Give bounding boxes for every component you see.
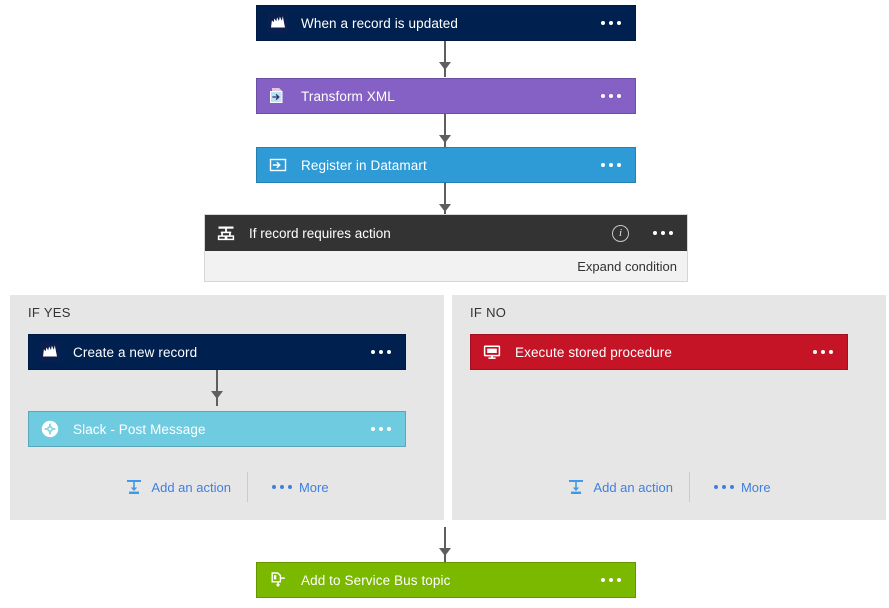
branch-footer-if-yes: Add an action More	[10, 472, 444, 502]
info-icon[interactable]: i	[612, 224, 629, 242]
condition-block: If record requires action i Expand condi…	[204, 214, 688, 282]
connector-arrowhead	[439, 135, 451, 143]
overflow-menu-icon[interactable]	[601, 578, 621, 582]
flow-step-title: Transform XML	[301, 88, 395, 104]
branch-label-if-no: IF NO	[470, 305, 507, 320]
add-action-icon	[567, 478, 585, 496]
more-button[interactable]: More	[690, 480, 771, 495]
flow-action-title: Slack - Post Message	[73, 421, 206, 437]
branch-panel-if-no: IF NO Execute stored procedure Ad	[452, 295, 886, 520]
connector-create-to-slack	[216, 370, 218, 406]
flow-step-title: Register in Datamart	[301, 157, 427, 173]
overflow-menu-icon[interactable]	[653, 231, 673, 235]
overflow-menu-icon[interactable]	[601, 94, 621, 98]
more-label: More	[298, 479, 329, 495]
connector-arrowhead	[211, 391, 223, 399]
flow-action-create-record[interactable]: Create a new record	[28, 334, 406, 370]
transform-document-icon	[267, 85, 289, 107]
connector-transform-to-register	[444, 114, 446, 150]
slack-icon	[39, 418, 61, 440]
flow-action-title: Execute stored procedure	[515, 344, 672, 360]
overflow-menu-icon[interactable]	[371, 427, 391, 431]
connector-arrowhead	[439, 548, 451, 556]
flow-step-title: Add to Service Bus topic	[301, 572, 451, 588]
dynamics-factory-icon	[39, 341, 61, 363]
import-arrow-icon	[267, 154, 289, 176]
overflow-menu-icon[interactable]	[813, 350, 833, 354]
branch-footer-if-no: Add an action More	[452, 472, 886, 502]
sql-monitor-icon	[481, 341, 503, 363]
connector-trigger-to-transform	[444, 41, 446, 77]
flow-action-execute-stored-procedure[interactable]: Execute stored procedure	[470, 334, 848, 370]
dynamics-factory-icon	[267, 12, 289, 34]
overflow-menu-icon[interactable]	[601, 21, 621, 25]
more-dots-icon	[713, 485, 734, 489]
footer-divider	[246, 472, 248, 502]
condition-title: If record requires action	[249, 225, 391, 241]
connector-arrowhead	[439, 62, 451, 70]
condition-header[interactable]: If record requires action i	[205, 215, 687, 251]
overflow-menu-icon[interactable]	[601, 163, 621, 167]
flow-step-transform-xml[interactable]: Transform XML	[256, 78, 636, 114]
add-action-icon	[125, 478, 143, 496]
add-an-action-button[interactable]: Add an action	[125, 478, 247, 496]
add-an-action-label: Add an action	[593, 479, 673, 495]
flow-step-service-bus[interactable]: Add to Service Bus topic	[256, 562, 636, 598]
flow-step-title: When a record is updated	[301, 15, 458, 31]
overflow-menu-icon[interactable]	[371, 350, 391, 354]
add-an-action-button[interactable]: Add an action	[567, 478, 689, 496]
add-an-action-label: Add an action	[151, 479, 231, 495]
expand-condition-link[interactable]: Expand condition	[577, 258, 677, 274]
condition-body: Expand condition	[205, 251, 687, 281]
flow-action-slack-post-message[interactable]: Slack - Post Message	[28, 411, 406, 447]
condition-branch-icon	[215, 222, 237, 244]
connector-register-to-condition	[444, 183, 446, 214]
connector-arrowhead	[439, 204, 451, 212]
more-button[interactable]: More	[248, 480, 329, 495]
more-dots-icon	[271, 485, 292, 489]
branch-panel-if-yes: IF YES Create a new record Slack - Post …	[10, 295, 444, 520]
footer-divider	[688, 472, 690, 502]
branch-label-if-yes: IF YES	[28, 305, 71, 320]
more-label: More	[740, 479, 771, 495]
flow-step-register-datamart[interactable]: Register in Datamart	[256, 147, 636, 183]
flow-step-trigger[interactable]: When a record is updated	[256, 5, 636, 41]
flow-action-title: Create a new record	[73, 344, 198, 360]
connector-branches-to-service-bus	[444, 527, 446, 563]
service-bus-icon	[267, 569, 289, 591]
